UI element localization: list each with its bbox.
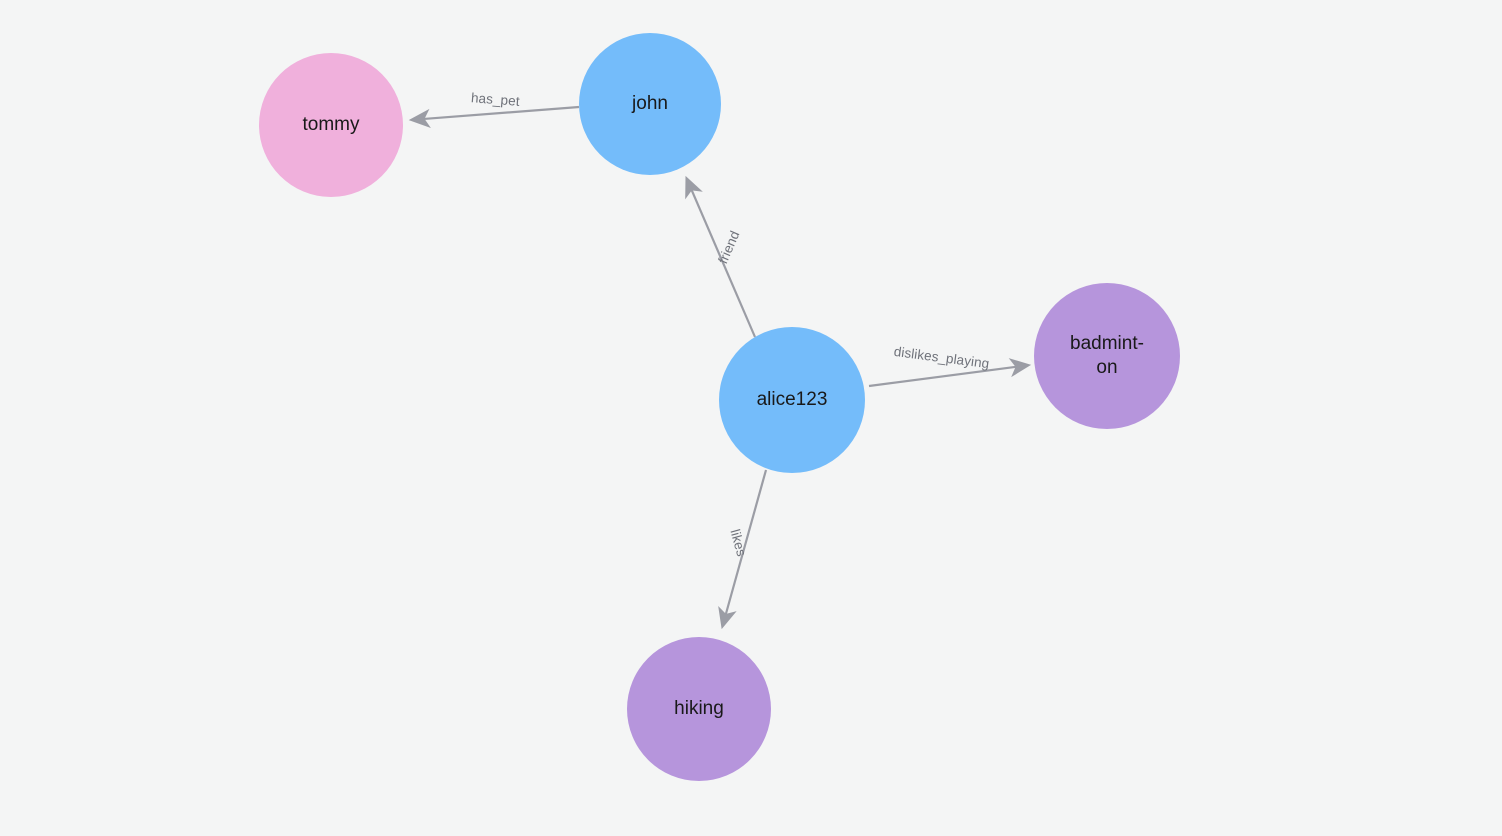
edge-arrowhead bbox=[408, 108, 431, 129]
edge-line bbox=[724, 469, 768, 615]
node-circle[interactable] bbox=[719, 327, 865, 473]
node-circle[interactable] bbox=[579, 33, 721, 175]
edge-line bbox=[423, 105, 580, 121]
graph-edge[interactable]: friend bbox=[685, 175, 757, 338]
edge-arrowhead bbox=[685, 175, 703, 200]
graph-node-alice123[interactable]: alice123 bbox=[719, 327, 865, 473]
graph-node-john[interactable]: john bbox=[579, 33, 721, 175]
edge-line bbox=[868, 365, 1017, 388]
graph-edge[interactable]: dislikes_playing bbox=[868, 344, 1032, 388]
node-circle[interactable] bbox=[1034, 283, 1180, 429]
node-circle[interactable] bbox=[627, 637, 771, 781]
edge-arrowhead bbox=[1008, 358, 1032, 378]
graph-node-tommy[interactable]: tommy bbox=[259, 53, 403, 197]
edge-label: dislikes_playing bbox=[893, 344, 990, 371]
edge-line bbox=[690, 189, 757, 338]
node-circle[interactable] bbox=[259, 53, 403, 197]
node-layer: tommy john alice123 badmint-on hiking bbox=[259, 33, 1180, 781]
edge-arrowhead bbox=[718, 605, 737, 630]
graph-edge[interactable]: has_pet bbox=[408, 90, 580, 129]
graph-node-hiking[interactable]: hiking bbox=[627, 637, 771, 781]
graph-edge[interactable]: likes bbox=[718, 469, 768, 630]
edge-label: friend bbox=[715, 228, 742, 266]
edge-label: likes bbox=[727, 528, 749, 559]
graph-node-badminton[interactable]: badmint-on bbox=[1034, 283, 1180, 429]
edge-label: has_pet bbox=[470, 90, 520, 109]
